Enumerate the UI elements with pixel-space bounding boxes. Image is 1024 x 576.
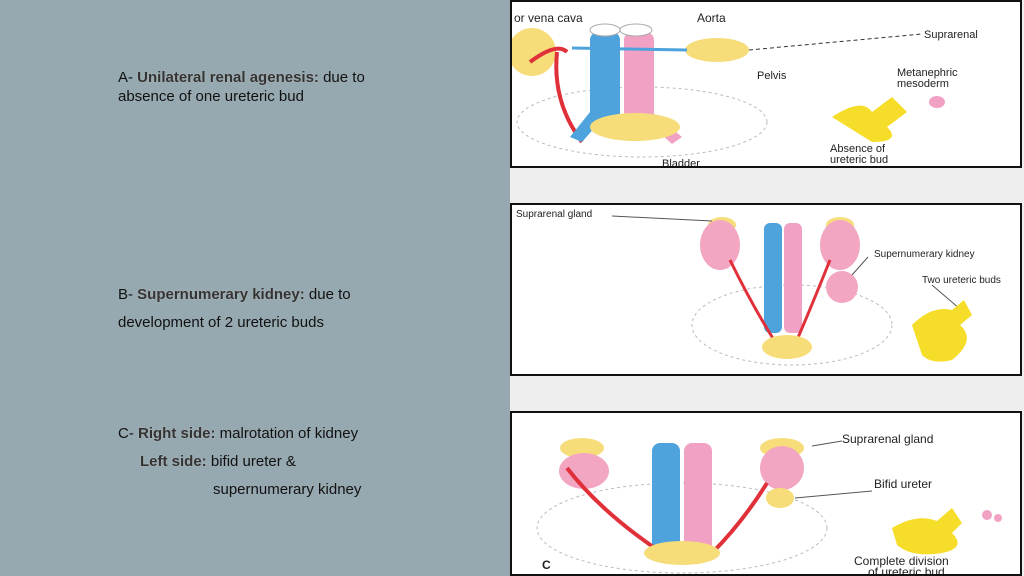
section-b-term: Supernumerary kidney: — [137, 286, 305, 303]
section-a-desc1: due to — [318, 69, 365, 86]
section-a-term: Unilateral renal agenesis: — [137, 69, 319, 86]
bifid-supernumerary-shape — [766, 488, 794, 508]
metanephric-mesoderm-shape — [929, 96, 945, 108]
label-complete-division-2: of ureteric bud — [868, 565, 945, 576]
label-supernumerary-kidney: Supernumerary kidney — [874, 249, 975, 260]
ureteric-bud-shape — [832, 97, 907, 142]
label-complete-division-1: Complete division — [854, 554, 949, 568]
right-kidney-shape — [820, 220, 860, 270]
label-suprarenal: Suprarenal — [924, 29, 978, 41]
section-a-prefix: A- — [118, 69, 133, 86]
panel-c-illustration: Suprarenal gland Bifid ureter Complete d… — [536, 432, 1002, 576]
section-a-text: A- Unilateral renal agenesis: due to abs… — [118, 68, 365, 106]
section-c-term-left: Left side: — [140, 453, 207, 470]
bifid-ureter-shape — [710, 481, 769, 555]
bladder-shape — [590, 113, 680, 141]
label-metanephric-2: mesoderm — [897, 78, 949, 90]
label-bladder: Bladder — [662, 158, 700, 168]
section-b-text: B- Supernumerary kidney: due to developm… — [118, 281, 351, 337]
label-vena-cava: or vena cava — [514, 11, 583, 25]
label-panel-letter: C — [542, 558, 551, 572]
label-bifid-ureter: Bifid ureter — [874, 477, 932, 491]
left-kidney-shape — [700, 220, 740, 270]
section-c-term-right: Right side: — [138, 425, 216, 442]
panel-b-supernumerary-kidney: Suprarenal gland Supernumerary kidney Tw… — [510, 203, 1022, 376]
label-absence-1: Absence of — [830, 143, 886, 155]
malrotated-kidney-shape — [559, 453, 609, 489]
text-column: A- Unilateral renal agenesis: due to abs… — [0, 0, 510, 576]
section-c-desc-left2: supernumerary kidney — [213, 481, 362, 498]
section-c-text: C- Right side: malrotation of kidney Lef… — [118, 420, 361, 504]
section-c-prefix: C- — [118, 425, 134, 442]
panel-a-unilateral-agenesis: or vena cava Aorta Suprarenal Pelvis Met… — [510, 0, 1022, 168]
supernumerary-kidney-shape — [826, 271, 858, 303]
panel-a-illustration: or vena cava Aorta Suprarenal Pelvis Met… — [512, 11, 978, 168]
label-pelvis: Pelvis — [757, 70, 787, 82]
section-c-desc-right: malrotation of kidney — [215, 425, 359, 442]
label-metanephric-1: Metanephric — [897, 67, 958, 79]
section-c-desc-left: bifid ureter & — [206, 453, 296, 470]
section-b-desc1: due to — [304, 286, 351, 303]
section-b-desc2: development of 2 ureteric buds — [118, 314, 324, 331]
suprarenal-gland-shape — [512, 28, 556, 76]
section-a-desc2: absence of one ureteric bud — [118, 88, 304, 105]
label-absence-2: ureteric bud — [830, 154, 888, 166]
label-suprarenal-gland: Suprarenal gland — [516, 209, 592, 220]
label-aorta: Aorta — [697, 11, 726, 25]
vena-cava-shape — [590, 32, 620, 122]
label-two-ureteric-buds: Two ureteric buds — [922, 275, 1001, 286]
panel-b-illustration: Suprarenal gland Supernumerary kidney Tw… — [516, 209, 1001, 366]
panel-c-malrotation-bifid: Suprarenal gland Bifid ureter Complete d… — [510, 411, 1022, 576]
aorta-shape — [624, 32, 654, 122]
label-suprarenal-gland-c: Suprarenal gland — [842, 432, 933, 446]
section-b-prefix: B- — [118, 286, 133, 303]
